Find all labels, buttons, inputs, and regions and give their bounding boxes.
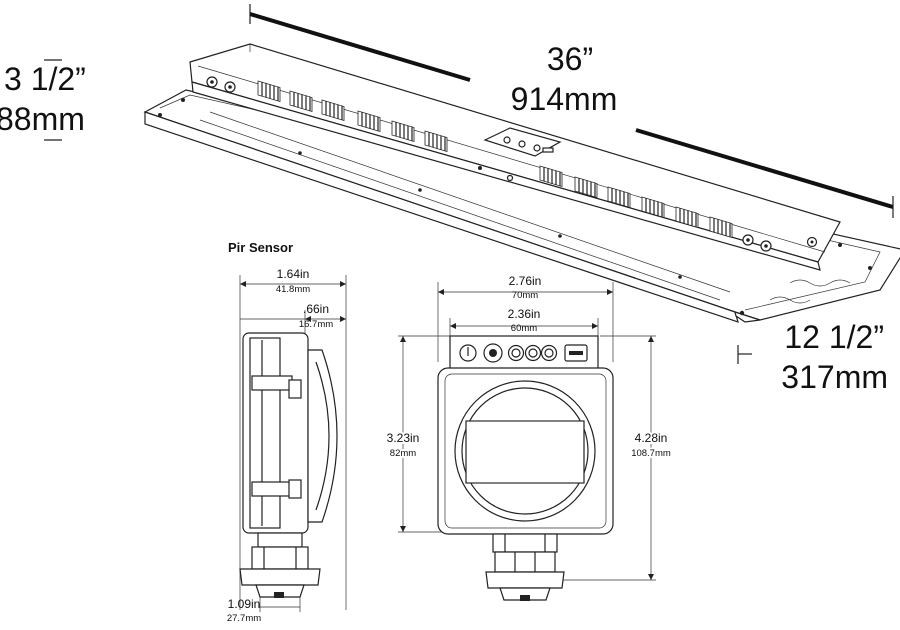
body-height-mm-label: 82mm [390, 448, 416, 459]
fixture-drawing [44, 4, 900, 364]
sensor-side-view [239, 275, 347, 612]
body-height-inch-label: 3.23in [387, 431, 420, 445]
total-height-mm-label: 108.7mm [631, 448, 671, 459]
outer-width-inch-label: 2.76in [509, 274, 542, 288]
sensor-title: Pir Sensor [228, 240, 293, 255]
base-inch-label: 1.09in [228, 597, 261, 611]
inner-width-mm-label: 60mm [511, 323, 537, 334]
depth-mm-label: 41.8mm [276, 284, 310, 295]
knockout-left [206, 76, 236, 93]
inner-width-inch-label: 2.36in [508, 307, 541, 321]
vent-slots-left [257, 80, 448, 153]
length-dimension-line-left [249, 12, 471, 82]
width-inch-label: 12 1/2” [784, 319, 884, 355]
vent-slots-right [539, 165, 733, 239]
depth-inch-label: 1.64in [277, 267, 310, 281]
lens-inch-label: .66in [303, 302, 329, 316]
lens-mm-label: 16.7mm [299, 319, 333, 330]
total-height-inch-label: 4.28in [635, 431, 668, 445]
knockout-right [742, 234, 818, 252]
outer-width-mm-label: 70mm [512, 290, 538, 301]
sensor-front-view [398, 282, 656, 601]
height-mm-label: 88mm [0, 101, 85, 137]
length-mm-label: 914mm [511, 81, 618, 117]
height-inch-label: 3 1/2” [4, 61, 86, 97]
width-mm-label: 317mm [781, 359, 888, 395]
base-mm-label: 27.7mm [227, 613, 261, 624]
length-inch-label: 36” [547, 41, 593, 77]
center-junction [478, 127, 562, 182]
length-dimension-line-right [635, 128, 894, 209]
